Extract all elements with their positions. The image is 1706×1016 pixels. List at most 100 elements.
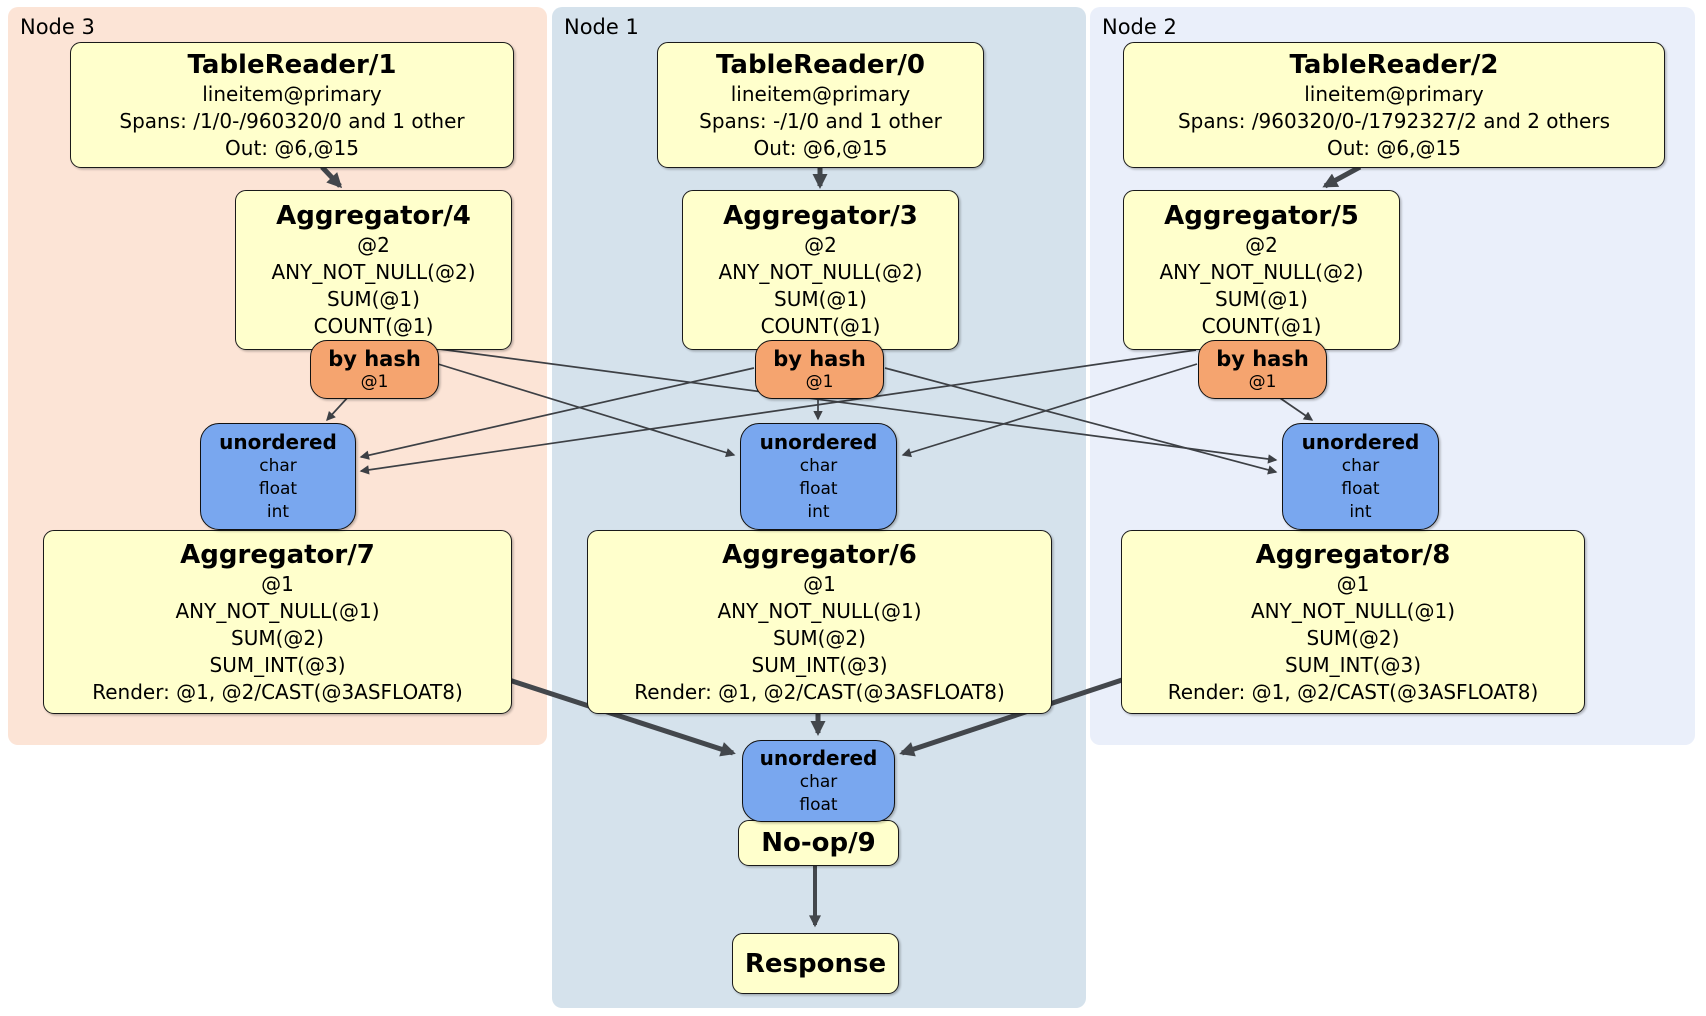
aggregator-8-title: Aggregator/8 bbox=[1255, 539, 1451, 570]
aggregator-5-fn2: SUM(@1) bbox=[1215, 287, 1308, 311]
unordered-final-col1: char bbox=[799, 772, 838, 792]
aggregator-7-fn2: SUM(@2) bbox=[231, 625, 324, 650]
node-2-label: Node 2 bbox=[1102, 15, 1177, 39]
unordered-node1-title: unordered bbox=[759, 430, 878, 454]
aggregator-4-fn3: COUNT(@1) bbox=[313, 314, 434, 338]
edge-aggregator8-final-sync bbox=[899, 677, 1123, 757]
tablereader-1-spans: Spans: /1/0-/960320/0 and 1 other bbox=[119, 108, 465, 133]
tablereader-1-index: lineitem@primary bbox=[202, 81, 382, 106]
unordered-node2-col1: char bbox=[1341, 456, 1380, 476]
unordered-final-col2: float bbox=[799, 795, 838, 815]
aggregator-6-box: Aggregator/6 @1 ANY_NOT_NULL(@1) SUM(@2)… bbox=[587, 530, 1052, 714]
byhash-node1-key: @1 bbox=[805, 372, 834, 392]
unordered-node3-col2: float bbox=[258, 479, 298, 499]
unordered-node3-col1: char bbox=[259, 456, 297, 476]
aggregator-7-fn3: SUM_INT(@3) bbox=[209, 652, 346, 677]
noop-9-title: No-op/9 bbox=[761, 828, 876, 858]
edge-byhash2-sync2 bbox=[1276, 395, 1314, 421]
aggregator-5-fn3: COUNT(@1) bbox=[1201, 314, 1322, 338]
byhash-node1-title: by hash bbox=[773, 347, 866, 371]
aggregator-3-fn3: COUNT(@1) bbox=[760, 314, 881, 338]
aggregator-3-title: Aggregator/3 bbox=[723, 201, 918, 231]
unordered-final-title: unordered bbox=[759, 746, 878, 770]
unordered-sync-final: unordered char float bbox=[742, 740, 895, 822]
unordered-node1-col1: char bbox=[799, 456, 838, 476]
edge-byhash3-sync2 bbox=[438, 348, 1278, 464]
tablereader-2-title: TableReader/2 bbox=[1289, 49, 1499, 80]
tablereader-1-box: TableReader/1 lineitem@primary Spans: /1… bbox=[70, 42, 514, 168]
byhash-node3-key: @1 bbox=[360, 372, 389, 392]
aggregator-4-group: @2 bbox=[357, 233, 390, 257]
aggregator-3-fn2: SUM(@1) bbox=[774, 287, 867, 311]
aggregator-6-fn1: ANY_NOT_NULL(@1) bbox=[717, 598, 922, 623]
aggregator-8-fn1: ANY_NOT_NULL(@1) bbox=[1251, 598, 1455, 623]
aggregator-7-fn1: ANY_NOT_NULL(@1) bbox=[175, 598, 380, 623]
aggregator-5-fn1: ANY_NOT_NULL(@2) bbox=[1159, 260, 1364, 284]
aggregator-5-title: Aggregator/5 bbox=[1164, 201, 1359, 231]
unordered-sync-node2: unordered char float int bbox=[1282, 423, 1439, 530]
aggregator-7-box: Aggregator/7 @1 ANY_NOT_NULL(@1) SUM(@2)… bbox=[43, 530, 512, 714]
aggregator-7-render: Render: @1, @2/CAST(@3ASFLOAT8) bbox=[92, 679, 463, 704]
aggregator-7-group: @1 bbox=[261, 571, 294, 596]
aggregator-4-fn2: SUM(@1) bbox=[327, 287, 420, 311]
aggregator-6-fn2: SUM(@2) bbox=[773, 625, 866, 650]
edge-tablereader1-aggregator4 bbox=[320, 165, 343, 189]
tablereader-2-box: TableReader/2 lineitem@primary Spans: /9… bbox=[1123, 42, 1665, 168]
edge-byhash1-sync3 bbox=[359, 367, 755, 460]
aggregator-6-render: Render: @1, @2/CAST(@3ASFLOAT8) bbox=[634, 679, 1005, 704]
node-3-label: Node 3 bbox=[20, 15, 95, 39]
tablereader-2-spans: Spans: /960320/0-/1792327/2 and 2 others bbox=[1177, 108, 1610, 133]
aggregator-6-group: @1 bbox=[803, 571, 836, 596]
unordered-node3-col3: int bbox=[266, 502, 290, 522]
aggregator-5-box: Aggregator/5 @2 ANY_NOT_NULL(@2) SUM(@1)… bbox=[1123, 190, 1400, 350]
unordered-node2-col2: float bbox=[1341, 479, 1380, 499]
aggregator-4-fn1: ANY_NOT_NULL(@2) bbox=[271, 260, 476, 284]
byhash-node3-title: by hash bbox=[328, 347, 421, 371]
aggregator-3-box: Aggregator/3 @2 ANY_NOT_NULL(@2) SUM(@1)… bbox=[682, 190, 959, 350]
aggregator-5-group: @2 bbox=[1245, 233, 1278, 257]
edge-tablereader2-aggregator5 bbox=[1322, 164, 1362, 189]
edge-byhash2-sync1 bbox=[901, 363, 1198, 458]
tablereader-0-box: TableReader/0 lineitem@primary Spans: -/… bbox=[657, 42, 984, 168]
aggregator-4-box: Aggregator/4 @2 ANY_NOT_NULL(@2) SUM(@1)… bbox=[235, 190, 512, 350]
aggregator-7-title: Aggregator/7 bbox=[180, 539, 375, 570]
aggregator-6-title: Aggregator/6 bbox=[722, 539, 917, 570]
aggregator-8-fn3: SUM_INT(@3) bbox=[1285, 652, 1421, 677]
byhash-node2-title: by hash bbox=[1216, 347, 1309, 371]
tablereader-0-index: lineitem@primary bbox=[730, 81, 911, 106]
byhash-router-node2: by hash @1 bbox=[1198, 340, 1327, 399]
response-title: Response bbox=[744, 948, 887, 979]
byhash-router-node1: by hash @1 bbox=[755, 340, 884, 399]
aggregator-4-title: Aggregator/4 bbox=[276, 201, 471, 231]
tablereader-0-spans: Spans: -/1/0 and 1 other bbox=[699, 108, 942, 133]
aggregator-3-group: @2 bbox=[804, 233, 837, 257]
tablereader-1-out: Out: @6,@15 bbox=[225, 135, 359, 160]
byhash-node2-key: @1 bbox=[1248, 372, 1277, 392]
tablereader-2-index: lineitem@primary bbox=[1304, 81, 1484, 106]
aggregator-6-fn3: SUM_INT(@3) bbox=[751, 652, 888, 677]
edge-aggregator7-final-sync bbox=[508, 677, 736, 757]
noop-9-box: No-op/9 bbox=[738, 820, 899, 866]
unordered-node2-title: unordered bbox=[1301, 430, 1420, 454]
aggregator-8-box: Aggregator/8 @1 ANY_NOT_NULL(@1) SUM(@2)… bbox=[1121, 530, 1585, 714]
aggregator-8-render: Render: @1, @2/CAST(@3ASFLOAT8) bbox=[1167, 679, 1539, 704]
response-box: Response bbox=[732, 933, 899, 994]
tablereader-0-title: TableReader/0 bbox=[716, 49, 925, 80]
node-1-label: Node 1 bbox=[564, 15, 639, 39]
unordered-node1-col3: int bbox=[807, 502, 830, 522]
aggregator-8-fn2: SUM(@2) bbox=[1306, 625, 1400, 650]
edge-byhash2-sync3 bbox=[359, 349, 1197, 475]
aggregator-8-group: @1 bbox=[1336, 571, 1370, 596]
aggregator-3-fn1: ANY_NOT_NULL(@2) bbox=[718, 260, 923, 284]
tablereader-2-out: Out: @6,@15 bbox=[1327, 135, 1461, 160]
edge-byhash3-sync1 bbox=[437, 363, 736, 458]
unordered-sync-node1: unordered char float int bbox=[740, 423, 897, 530]
unordered-node1-col2: float bbox=[799, 479, 838, 499]
byhash-router-node3: by hash @1 bbox=[310, 340, 439, 399]
unordered-node2-col3: int bbox=[1349, 502, 1372, 522]
unordered-node3-title: unordered bbox=[219, 430, 337, 454]
edge-byhash3-sync3 bbox=[326, 395, 350, 422]
tablereader-0-out: Out: @6,@15 bbox=[753, 135, 888, 160]
